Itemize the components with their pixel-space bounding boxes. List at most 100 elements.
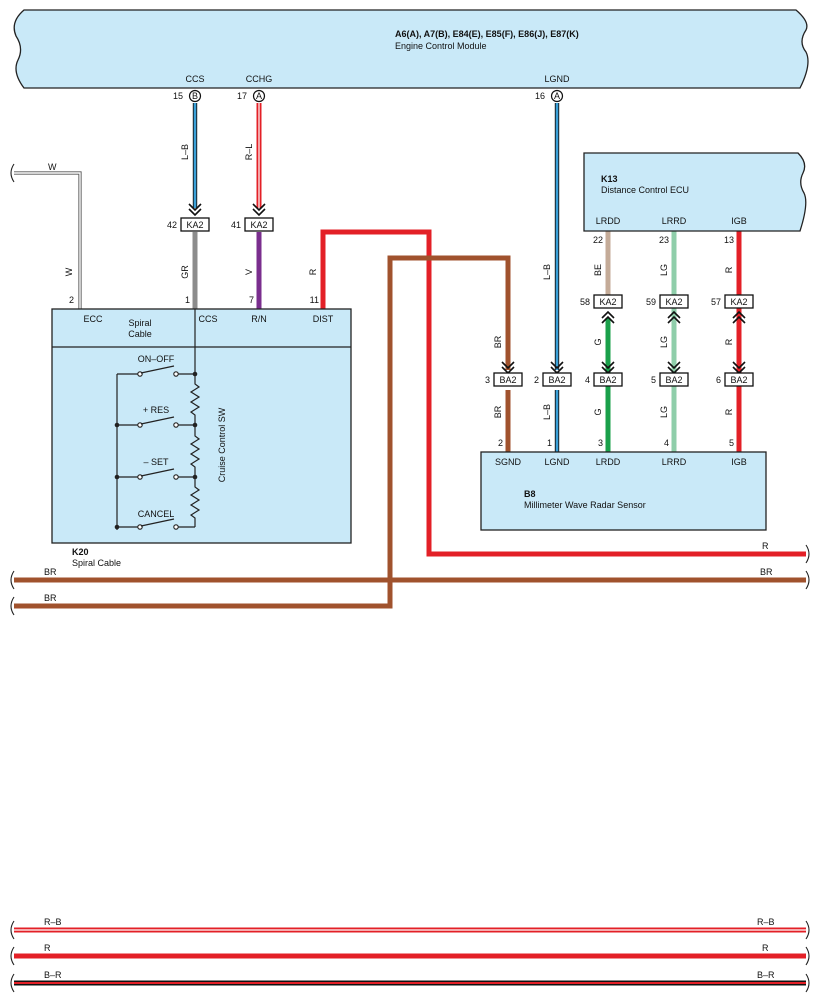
k13-box <box>583 152 807 232</box>
b8-name: Millimeter Wave Radar Sensor <box>524 500 646 510</box>
ecm-box <box>13 9 809 89</box>
wire-label-lrrd-lg-mid: LG <box>659 336 669 348</box>
wire-label-cchg-rl: R–L <box>244 144 254 161</box>
k20-terminal-rn: R/N <box>251 314 267 324</box>
connector-ka2-57: KA2 57 <box>711 294 754 324</box>
ecm-ids: A6(A), A7(B), E84(E), E85(F), E86(J), E8… <box>395 29 579 39</box>
k13-pin-lrdd: 22 <box>593 235 603 245</box>
wire-label-br-right: BR <box>760 567 773 577</box>
svg-text:6: 6 <box>716 375 721 385</box>
wire-dist-r <box>320 229 806 557</box>
connector-ba2-3: BA2 3 <box>485 361 523 387</box>
wire-label-w-top: W <box>48 162 57 172</box>
k13-terminal-lrdd: LRDD <box>596 216 621 226</box>
resistor-2 <box>189 425 201 477</box>
svg-text:B: B <box>192 91 198 101</box>
k20-name: Spiral Cable <box>72 558 121 568</box>
svg-text:A: A <box>554 91 560 101</box>
k20-pin-rn: 7 <box>249 295 254 305</box>
resistor-3 <box>189 477 201 527</box>
connector-ba2-4: BA2 4 <box>585 361 623 387</box>
connector-ba2-2: BA2 2 <box>534 361 572 387</box>
svg-text:BA2: BA2 <box>665 375 682 385</box>
svg-text:16: 16 <box>535 91 545 101</box>
svg-text:BA2: BA2 <box>499 375 516 385</box>
b8-pin-lgnd: 1 <box>547 438 552 448</box>
b8-terminal-lrrd: LRRD <box>662 457 687 467</box>
wire-label-lgnd-lb-low: L–B <box>542 404 552 420</box>
b8-pin-igb: 5 <box>729 438 734 448</box>
ecm-terminal-cchg: CCHG 17 A <box>237 74 273 103</box>
switch-title: Cruise Control SW <box>217 407 227 482</box>
cruise-control-switch: ON–OFF + RES – SET CANCEL Cruise Control… <box>114 347 227 530</box>
svg-text:KA2: KA2 <box>599 297 616 307</box>
k20-terminal-ccs: CCS <box>198 314 217 324</box>
wire-label-igb-r-mid: R <box>724 338 734 345</box>
wire-label-br-r-left: B–R <box>44 970 62 980</box>
connector-ba2-6: BA2 6 <box>716 361 754 387</box>
b8-terminal-lgnd: LGND <box>544 457 570 467</box>
k20-inner-label-2: Cable <box>128 329 152 339</box>
switch-set <box>117 468 195 480</box>
wire-label-r-right-bottom: R <box>762 943 769 953</box>
k20-pin-dist: 11 <box>310 295 319 305</box>
wire-label-br-left: BR <box>44 567 57 577</box>
wire-label-lrdd-be: BE <box>593 264 603 276</box>
svg-text:58: 58 <box>580 297 590 307</box>
connector-ka2-59: KA2 59 <box>646 294 689 324</box>
k20-id: K20 <box>72 547 89 557</box>
k13-terminal-igb: IGB <box>731 216 747 226</box>
svg-text:KA2: KA2 <box>665 297 682 307</box>
wire-label-lrrd-lg-top: LG <box>659 264 669 276</box>
b8-terminal-sgnd: SGND <box>495 457 522 467</box>
switch-label-res: + RES <box>143 405 169 415</box>
wire-label-lrdd-g-low: G <box>593 408 603 415</box>
svg-text:59: 59 <box>646 297 656 307</box>
b8-terminal-igb: IGB <box>731 457 747 467</box>
k20-terminal-dist: DIST <box>313 314 334 324</box>
switch-label-cancel: CANCEL <box>138 509 175 519</box>
svg-text:57: 57 <box>711 297 721 307</box>
svg-text:CCHG: CCHG <box>246 74 273 84</box>
connector-ka2-42: KA2 42 <box>167 203 210 232</box>
k20-inner-label-1: Spiral <box>128 318 151 328</box>
b8-terminal-lrdd: LRDD <box>596 457 621 467</box>
wire-label-cchg-v: V <box>244 269 254 275</box>
k20-box <box>51 308 352 544</box>
wire-label-lrrd-lg-low: LG <box>659 406 669 418</box>
k13-pin-igb: 13 <box>724 235 734 245</box>
wire-label-w-vert: W <box>64 267 74 276</box>
k20-terminal-ecc: ECC <box>83 314 103 324</box>
svg-text:A: A <box>256 91 262 101</box>
switch-res <box>117 416 195 428</box>
wire-sgnd-br <box>14 255 511 609</box>
svg-text:17: 17 <box>237 91 247 101</box>
svg-text:BA2: BA2 <box>730 375 747 385</box>
wire-label-rb-right: R–B <box>757 917 775 927</box>
svg-text:3: 3 <box>485 375 490 385</box>
svg-text:LGND: LGND <box>544 74 570 84</box>
svg-text:42: 42 <box>167 220 177 230</box>
wire-label-lgnd-lb-top: L–B <box>542 264 552 280</box>
ecm-terminal-lgnd: LGND 16 A <box>535 74 570 103</box>
wire-label-dist-r: R <box>308 268 318 275</box>
connector-ba2-5: BA2 5 <box>651 361 689 387</box>
svg-text:CCS: CCS <box>185 74 204 84</box>
k13-id: K13 <box>601 174 618 184</box>
wire-label-sgnd-br-top: BR <box>493 335 503 348</box>
b8-pin-sgnd: 2 <box>498 438 503 448</box>
wire-label-r-right: R <box>762 541 769 551</box>
wire-label-br-left-2: BR <box>44 593 57 603</box>
switch-label-set: – SET <box>143 457 169 467</box>
wire-label-igb-r-top: R <box>724 266 734 273</box>
resistor-1 <box>189 374 201 425</box>
wire-label-sgnd-br-low: BR <box>493 405 503 418</box>
svg-text:5: 5 <box>651 375 656 385</box>
b8-pin-lrrd: 4 <box>664 438 669 448</box>
svg-text:15: 15 <box>173 91 183 101</box>
svg-text:KA2: KA2 <box>250 220 267 230</box>
switch-on-off <box>117 365 195 377</box>
wire-label-rb-left: R–B <box>44 917 62 927</box>
b8-pin-lrdd: 3 <box>598 438 603 448</box>
switch-label-on-off: ON–OFF <box>138 354 175 364</box>
